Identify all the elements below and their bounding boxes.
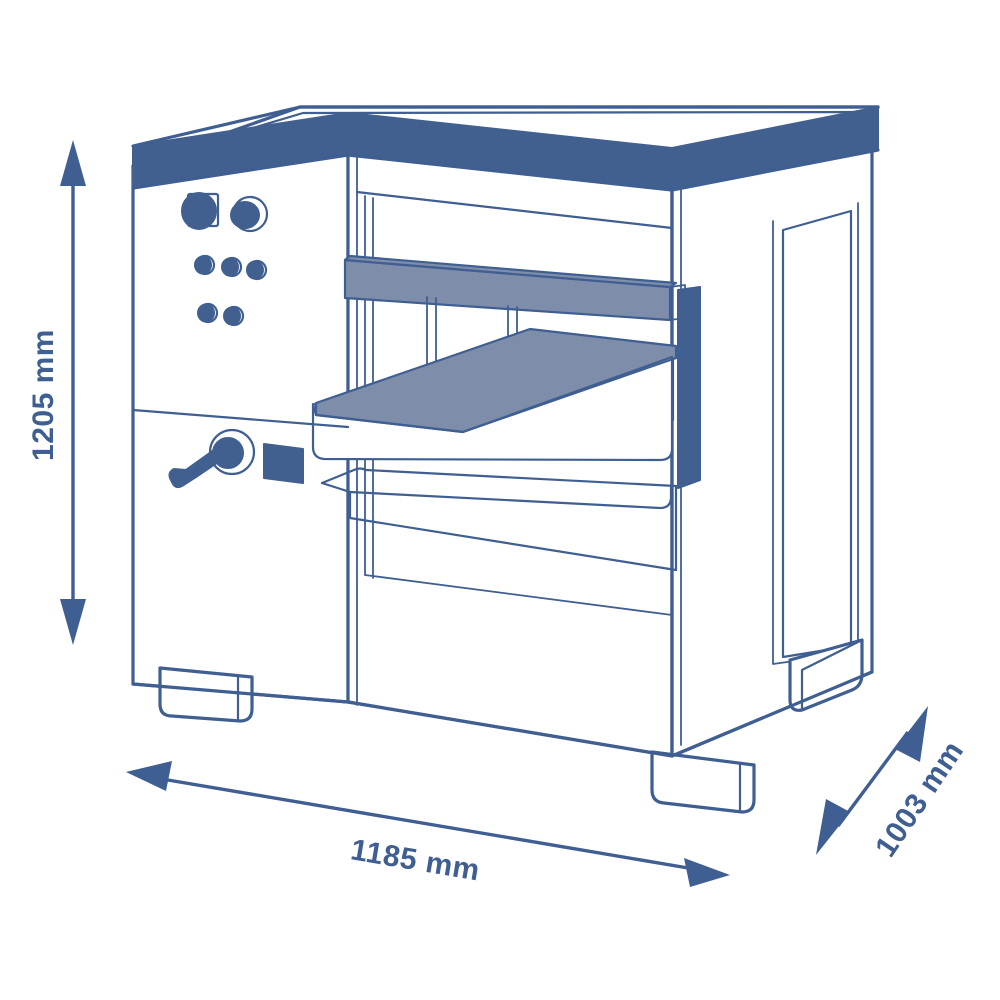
rotary-selector-switch[interactable]: [181, 192, 217, 230]
top-cover-bottom-edge: [131, 148, 880, 192]
machine-body: [131, 105, 880, 814]
height-dimension-label: 1205 mm: [27, 329, 60, 461]
indicator-button-5[interactable]: [223, 306, 241, 326]
depth-arrow-up-icon: [895, 706, 928, 762]
dimension-height: 1205 mm: [27, 140, 86, 645]
lower-bed-left: [320, 481, 352, 494]
lower-control-panel[interactable]: [168, 428, 304, 489]
width-arrow-left-icon: [126, 761, 172, 791]
lower-bed-bottom: [348, 490, 678, 572]
emergency-stop-button[interactable]: [230, 201, 260, 229]
machine-nameplate: [263, 443, 304, 484]
foot-front-right: [650, 750, 756, 814]
height-arrow-up-icon: [60, 140, 86, 186]
indicator-button-3[interactable]: [246, 260, 264, 280]
width-dim-line: [161, 777, 695, 871]
height-arrow-down-icon: [60, 599, 86, 645]
indicator-button-4[interactable]: [197, 303, 215, 323]
foot-front-left: [158, 666, 254, 723]
dimension-depth: 1003 mm: [816, 706, 970, 863]
cabinet-bottom-front: [131, 682, 674, 758]
handwheel-crank-grip[interactable]: [168, 468, 197, 489]
width-arrow-right-icon: [684, 858, 730, 887]
foot-rear-right-inner: [800, 638, 864, 712]
feed-table-edge-line: [314, 356, 678, 434]
lower-bed-front: [348, 484, 673, 510]
lower-bed-top: [320, 467, 678, 488]
cavity-upper-edge: [355, 190, 674, 230]
cutterhead-cross-beam-top: [343, 254, 678, 289]
indicator-button-2[interactable]: [221, 257, 239, 277]
vertical-guide-rail: [677, 286, 701, 489]
dimension-width: 1185 mm: [126, 761, 730, 887]
depth-arrow-down-icon: [816, 799, 850, 855]
top-cover-top-edge: [131, 105, 880, 148]
feed-table-front-edge: [311, 355, 674, 462]
indicator-button-1[interactable]: [194, 255, 212, 275]
width-dimension-label: 1185 mm: [348, 833, 482, 887]
cabinet-bottom-right: [670, 670, 874, 758]
control-panel[interactable]: [181, 192, 269, 327]
left-panel-divider: [131, 408, 350, 429]
cavity-bottom-seam: [364, 574, 673, 616]
